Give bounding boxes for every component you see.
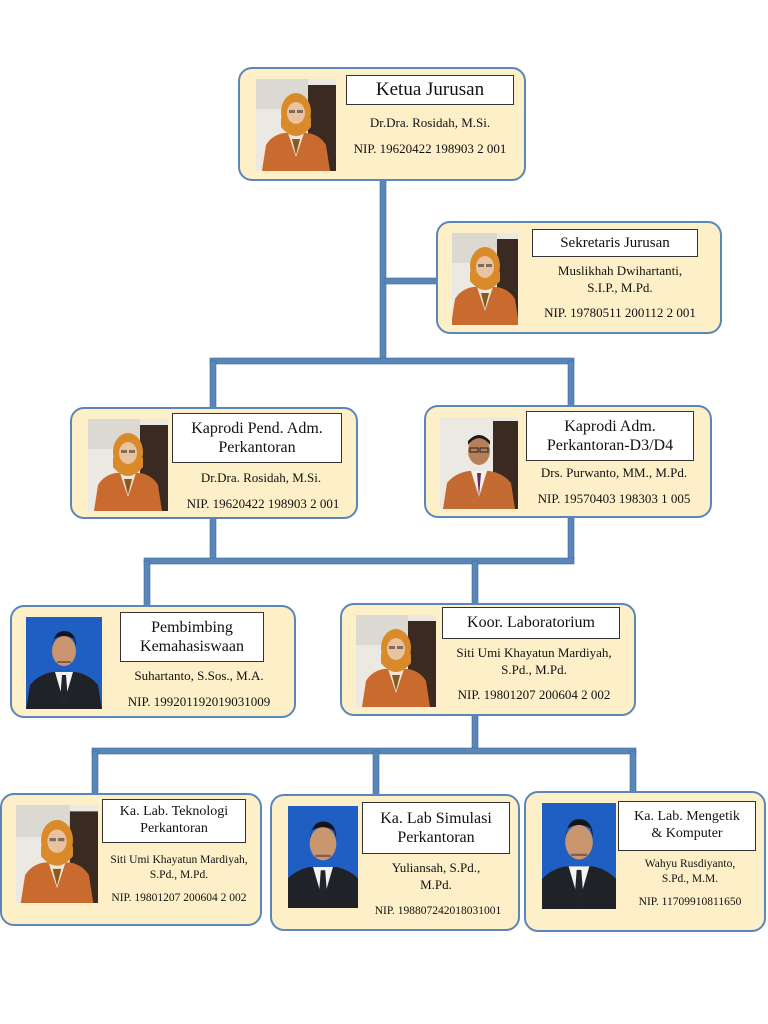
connector-line — [567, 360, 575, 408]
connector-line — [209, 357, 575, 365]
person-nip: NIP. 19570403 198303 1 005 — [537, 491, 691, 506]
person-nip: NIP. 11709910811650 — [638, 896, 742, 908]
connector-line — [143, 557, 575, 565]
person-name: Dr.Dra. Rosidah, M.Si. — [369, 115, 491, 130]
male-suit-photo-icon — [542, 803, 616, 909]
position-title: Sekretaris Jurusan — [532, 229, 698, 257]
connector-line — [91, 750, 99, 796]
male-suit-photo-icon — [288, 806, 358, 908]
org-box-ka-lab-teknologi-perkantoran: Ka. Lab. Teknologi Perkantoran Siti Umi … — [0, 793, 262, 926]
position-title: Ketua Jurusan — [346, 75, 514, 105]
person-nip: NIP. 19620422 198903 2 001 — [353, 141, 507, 156]
position-title: Kaprodi Adm. Perkantoran-D3/D4 — [526, 411, 694, 461]
connector-line — [629, 750, 637, 794]
org-box-ketua-jurusan: Ketua Jurusan Dr.Dra. Rosidah, M.Si. NIP… — [238, 67, 526, 181]
connector-line — [471, 560, 479, 606]
connector-line — [209, 517, 217, 561]
person-nip: NIP. 198807242018031001 — [374, 905, 502, 917]
position-title: Koor. Laboratorium — [442, 607, 620, 639]
org-box-sekretaris-jurusan: Sekretaris Jurusan Muslikhah Dwihartanti… — [436, 221, 722, 334]
org-box-koor-laboratorium: Koor. Laboratorium Siti Umi Khayatun Mar… — [340, 603, 636, 716]
female-official-photo-icon — [452, 233, 518, 325]
connector-line — [372, 750, 380, 796]
connector-line — [143, 560, 151, 608]
org-box-ka-lab-mengetik-komputer: Ka. Lab. Mengetik & Komputer Wahyu Rusdi… — [524, 791, 766, 932]
org-box-kaprodi-pend-adm-perkantoran: Kaprodi Pend. Adm. Perkantoran Dr.Dra. R… — [70, 407, 358, 519]
female-official-photo-icon — [356, 615, 436, 707]
person-name: Dr.Dra. Rosidah, M.Si. — [200, 470, 322, 485]
position-title: Ka. Lab. Mengetik & Komputer — [618, 801, 756, 851]
person-name: Yuliansah, S.Pd., M.Pd. — [391, 860, 481, 892]
connector-line — [471, 713, 479, 753]
person-name: Drs. Purwanto, MM., M.Pd. — [540, 465, 688, 480]
position-title: Ka. Lab. Teknologi Perkantoran — [102, 799, 246, 843]
person-nip: NIP. 19801207 200604 2 002 — [111, 892, 247, 904]
female-official-photo-icon — [16, 805, 98, 903]
person-name: Siti Umi Khayatun Mardiyah, S.Pd., M.Pd. — [110, 854, 248, 881]
person-nip: NIP. 19801207 200604 2 002 — [457, 687, 611, 702]
male-official-photo-icon — [440, 417, 518, 509]
connector-line — [567, 517, 575, 561]
connector-line — [91, 747, 637, 755]
org-box-pembimbing-kemahasiswaan: Pembimbing Kemahasiswaan Suhartanto, S.S… — [10, 605, 296, 718]
person-nip: NIP. 19780511 200112 2 001 — [544, 305, 696, 320]
person-name: Muslikhah Dwihartanti, S.I.P., M.Pd. — [557, 263, 683, 295]
connector-line — [383, 277, 439, 285]
connector-line — [379, 179, 387, 363]
position-title: Kaprodi Pend. Adm. Perkantoran — [172, 413, 342, 463]
person-name: Suhartanto, S.Sos., M.A. — [134, 668, 264, 683]
org-box-kaprodi-adm-perkantoran-d3-d4: Kaprodi Adm. Perkantoran-D3/D4 Drs. Purw… — [424, 405, 712, 518]
connector-line — [209, 360, 217, 410]
person-nip: NIP. 19620422 198903 2 001 — [186, 496, 340, 511]
female-official-photo-icon — [256, 79, 336, 171]
position-title: Ka. Lab Simulasi Perkantoran — [362, 802, 510, 854]
male-suit-photo-icon — [26, 617, 102, 709]
org-box-ka-lab-simulasi-perkantoran: Ka. Lab Simulasi Perkantoran Yuliansah, … — [270, 794, 520, 931]
position-title: Pembimbing Kemahasiswaan — [120, 612, 264, 662]
person-name: Siti Umi Khayatun Mardiyah, S.Pd., M.Pd. — [456, 645, 612, 677]
person-name: Wahyu Rusdiyanto, S.Pd., M.M. — [644, 858, 736, 885]
female-official-photo-icon — [88, 419, 168, 511]
person-nip: NIP. 199201192019031009 — [127, 694, 271, 709]
